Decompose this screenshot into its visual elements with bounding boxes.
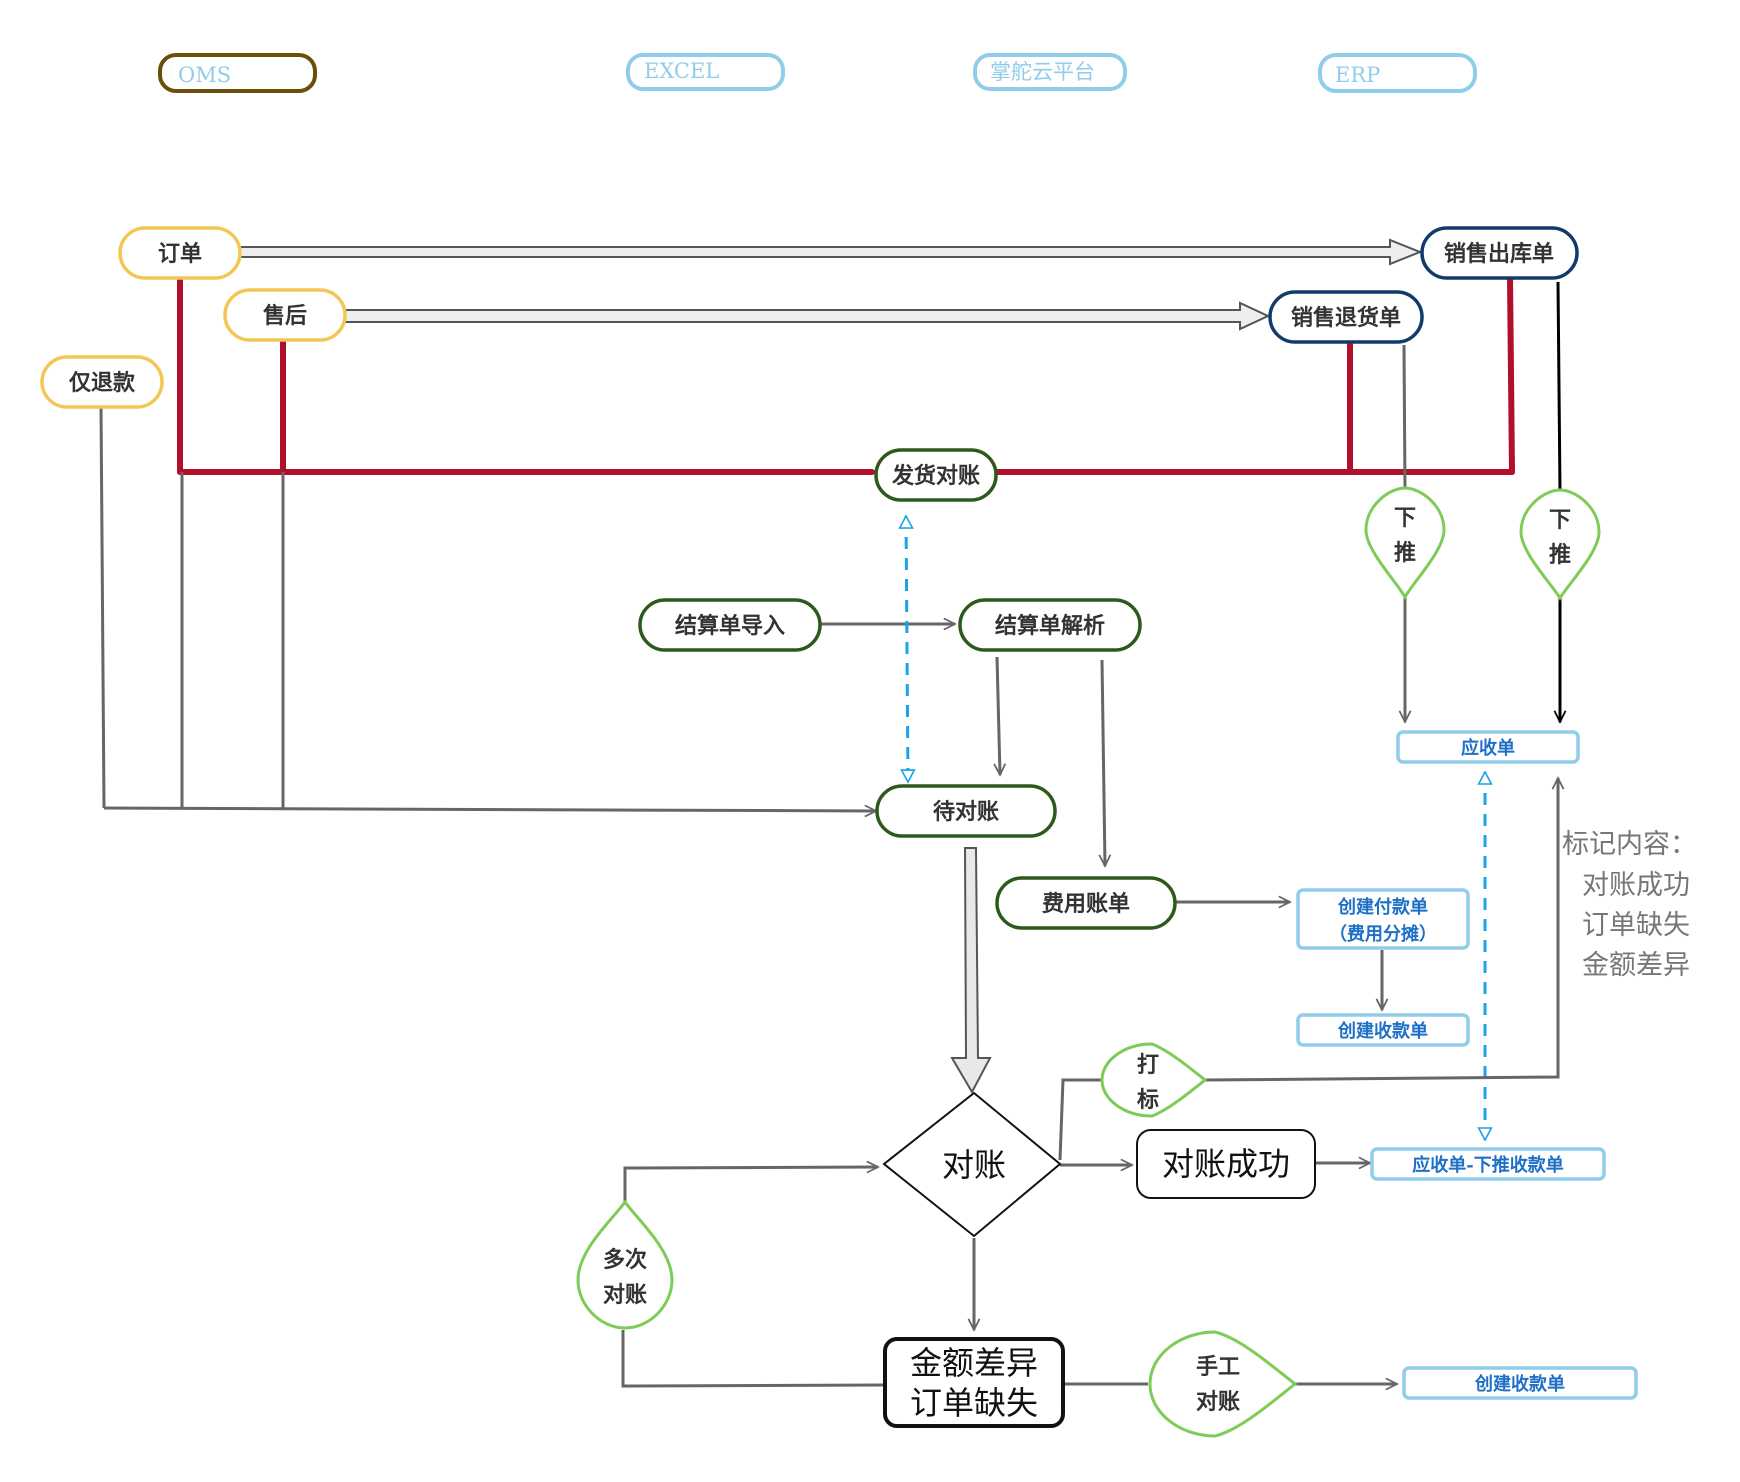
drop-push-1-line1: 下 xyxy=(1394,506,1416,531)
node-success[interactable]: 对账成功 xyxy=(1136,1129,1316,1199)
arrow-parse-to-expense xyxy=(1102,659,1105,866)
arrow-mark-to-receivable xyxy=(1204,778,1558,1082)
drop-push-2-line1: 下 xyxy=(1549,508,1571,533)
node-create-payment-line2: （费用分摊） xyxy=(1329,923,1437,945)
node-receivable[interactable]: 应收单 xyxy=(1396,730,1580,764)
node-refund-only-label: 仅退款 xyxy=(69,370,136,396)
node-order-label: 订单 xyxy=(158,242,202,267)
legend-oms xyxy=(158,53,317,93)
arrow-pending-to-reconcile xyxy=(950,847,992,1095)
node-diff[interactable]: 金额差异 订单缺失 xyxy=(883,1337,1065,1428)
node-create-payment[interactable]: 创建付款单 （费用分摊） xyxy=(1296,888,1470,950)
node-refund-only[interactable]: 仅退款 xyxy=(40,355,164,409)
legend-helm xyxy=(973,53,1127,91)
node-pending[interactable]: 待对账 xyxy=(875,784,1057,838)
connectors xyxy=(99,238,1562,1388)
drop-manual-reconcile: 手工 对账 xyxy=(1148,1330,1298,1438)
drop-push-1: 下 推 xyxy=(1364,486,1446,600)
legend-excel xyxy=(626,53,785,91)
note-item-2: 订单缺失 xyxy=(1582,910,1690,941)
ship-recon-red-lines xyxy=(177,274,1515,475)
node-expense-label: 费用账单 xyxy=(1042,892,1130,917)
drop-mark: 打 标 xyxy=(1100,1042,1208,1118)
node-reconcile-label: 对账 xyxy=(942,1146,1006,1184)
node-settle-parse[interactable]: 结算单解析 xyxy=(958,598,1142,652)
node-after-sale-label: 售后 xyxy=(263,303,307,329)
node-receivable-push[interactable]: 应收单-下推收款单 xyxy=(1370,1147,1606,1181)
node-sales-return[interactable]: 销售退货单 xyxy=(1268,290,1424,344)
node-order[interactable]: 订单 xyxy=(118,226,242,280)
node-sales-out[interactable]: 销售出库单 xyxy=(1420,226,1579,280)
arrow-aftersale-to-sales-return xyxy=(344,301,1271,331)
node-receivable-label: 应收单 xyxy=(1461,737,1515,759)
node-expense[interactable]: 费用账单 xyxy=(995,876,1177,930)
legend-erp xyxy=(1318,53,1477,93)
line-out-to-push2 xyxy=(1556,281,1562,493)
drop-multi-line1: 多次 xyxy=(603,1247,647,1273)
drop-push-2: 下 推 xyxy=(1519,488,1601,601)
node-receivable-push-label: 应收单-下推收款单 xyxy=(1412,1154,1563,1176)
node-settle-parse-label: 结算单解析 xyxy=(995,613,1105,639)
arrow-parse-to-pending xyxy=(997,656,1000,775)
note-item-1: 对账成功 xyxy=(1582,870,1690,901)
loop-diff-to-reconcile xyxy=(621,1330,884,1388)
drop-multi-reconcile: 多次 对账 xyxy=(576,1199,674,1330)
node-settle-import[interactable]: 结算单导入 xyxy=(638,598,822,652)
drop-manual-line1: 手工 xyxy=(1196,1355,1240,1380)
line-reconcile-to-mark xyxy=(1058,1078,1102,1161)
node-create-receipt-1[interactable]: 创建收款单 xyxy=(1296,1013,1470,1047)
pending-feed-lines xyxy=(99,404,876,811)
node-settle-import-label: 结算单导入 xyxy=(675,613,785,639)
drop-push-2-line2: 推 xyxy=(1549,543,1571,568)
node-diff-line2: 订单缺失 xyxy=(910,1384,1038,1422)
loop-multi-to-reconcile xyxy=(623,1167,878,1202)
drop-mark-line2: 标 xyxy=(1137,1087,1159,1113)
drop-multi-line2: 对账 xyxy=(603,1283,647,1308)
arrow-order-to-sales-out xyxy=(239,238,1423,266)
dash-ship-recon-pending xyxy=(906,516,908,782)
node-sales-return-label: 销售退货单 xyxy=(1291,305,1401,331)
note-item-3: 金额差异 xyxy=(1582,950,1690,981)
drop-mark-line1: 打 xyxy=(1137,1053,1159,1078)
legend: OMS EXCEL 掌舵云平台 ERP xyxy=(158,53,1477,93)
note-title: 标记内容： xyxy=(1562,829,1697,860)
mark-content-note: 标记内容： 对账成功 订单缺失 金额差异 xyxy=(1562,829,1697,981)
node-after-sale[interactable]: 售后 xyxy=(223,288,347,342)
node-pending-label: 待对账 xyxy=(933,799,999,825)
node-sales-out-label: 销售出库单 xyxy=(1444,241,1554,267)
node-ship-recon[interactable]: 发货对账 xyxy=(874,448,998,502)
node-create-payment-line1: 创建付款单 xyxy=(1337,896,1428,918)
node-create-receipt-2[interactable]: 创建收款单 xyxy=(1402,1366,1638,1400)
drop-push-1-line2: 推 xyxy=(1394,541,1416,566)
legend-oms-label: OMS xyxy=(178,63,231,87)
drop-manual-line2: 对账 xyxy=(1196,1390,1240,1415)
legend-helm-label: 掌舵云平台 xyxy=(990,60,1095,84)
node-create-receipt-1-label: 创建收款单 xyxy=(1337,1020,1428,1042)
legend-erp-label: ERP xyxy=(1335,63,1380,87)
node-ship-recon-label: 发货对账 xyxy=(891,463,980,489)
node-success-label: 对账成功 xyxy=(1162,1145,1290,1183)
line-return-to-push1 xyxy=(1402,344,1407,491)
legend-excel-label: EXCEL xyxy=(644,59,719,83)
node-diff-line1: 金额差异 xyxy=(910,1344,1038,1382)
node-create-receipt-2-label: 创建收款单 xyxy=(1474,1373,1565,1395)
node-reconcile-diamond[interactable]: 对账 xyxy=(882,1091,1062,1238)
